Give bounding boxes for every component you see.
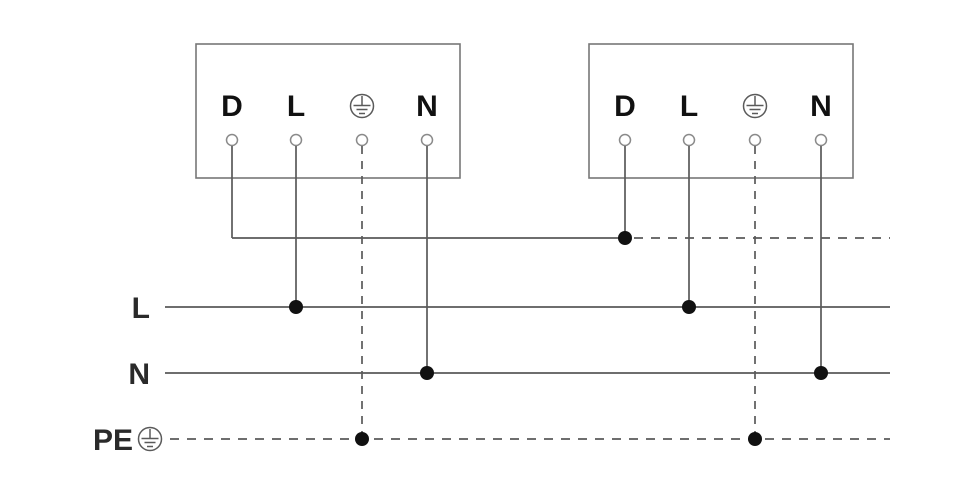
- device-right-earth-icon: [742, 93, 768, 119]
- device-right-enclosure: [588, 43, 854, 179]
- device-right-terminal-pe[interactable]: [748, 133, 762, 147]
- junction-dot-l-right: [682, 300, 696, 314]
- device-right-terminal-l[interactable]: [682, 133, 696, 147]
- bus-pe-earth-icon: [137, 426, 163, 452]
- device-right-terminal-label-n: N: [810, 90, 832, 123]
- device-left-terminal-label-n: N: [416, 90, 438, 123]
- junction-dot-l-left: [289, 300, 303, 314]
- device-right-terminal-d[interactable]: [618, 133, 632, 147]
- junction-dot-n-left: [420, 366, 434, 380]
- device-left-terminal-l[interactable]: [289, 133, 303, 147]
- device-right-terminal-label-l: L: [680, 90, 698, 123]
- device-left-terminal-n[interactable]: [420, 133, 434, 147]
- device-left: D L N: [195, 43, 461, 179]
- device-left-enclosure: [195, 43, 461, 179]
- device-right: D L N: [588, 43, 854, 179]
- device-right-terminal-n[interactable]: [814, 133, 828, 147]
- bus-l-label: L: [132, 292, 150, 325]
- junction-dot-n-right: [814, 366, 828, 380]
- junction-dot-d-right: [618, 231, 632, 245]
- device-left-terminal-pe[interactable]: [355, 133, 369, 147]
- device-right-terminal-label-d: D: [614, 90, 636, 123]
- junction-dot-pe-left: [355, 432, 369, 446]
- device-left-earth-icon: [349, 93, 375, 119]
- device-left-terminal-d[interactable]: [225, 133, 239, 147]
- bus-n-label: N: [128, 358, 150, 391]
- device-left-terminal-label-d: D: [221, 90, 243, 123]
- junction-dot-pe-right: [748, 432, 762, 446]
- bus-pe-label: PE: [93, 424, 133, 457]
- device-left-terminal-label-l: L: [287, 90, 305, 123]
